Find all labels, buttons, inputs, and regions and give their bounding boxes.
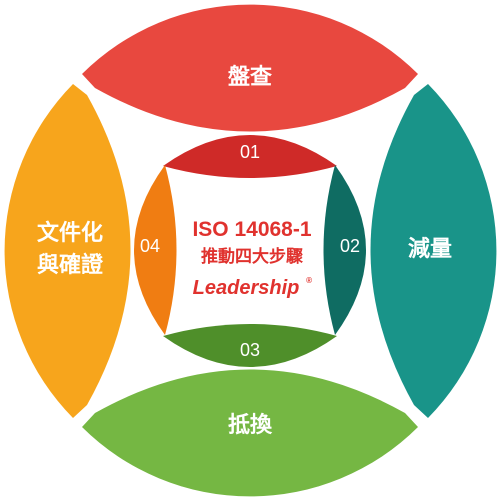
center-title: ISO 14068-1: [192, 218, 311, 241]
step-01-inner-lens: [163, 135, 337, 178]
step-01-label: 盤查: [228, 64, 272, 90]
brand-logo: Leadership: [193, 277, 300, 299]
step-01-segment: 盤查 01: [82, 4, 418, 178]
step-03-segment: 抵換 03: [82, 324, 418, 497]
step-04-outer-arc: [4, 84, 131, 418]
step-02-label: 減量: [408, 237, 452, 262]
center-block: ISO 14068-1 推動四大步驟 Leadership ®: [192, 218, 312, 299]
step-01-number: 01: [240, 142, 260, 162]
step-04-number: 04: [140, 236, 160, 256]
step-04-inner-lens: [134, 165, 177, 335]
step-04-segment: 文件化 與確證 04: [4, 84, 177, 418]
step-04-label-line-1: 文件化: [37, 220, 103, 246]
step-03-inner-lens: [163, 324, 337, 367]
step-04-label-line-2: 與確證: [37, 252, 104, 278]
step-02-number: 02: [340, 236, 360, 256]
brand-registered-mark: ®: [306, 276, 312, 285]
step-03-number: 03: [240, 340, 260, 360]
center-subtitle: 推動四大步驟: [201, 246, 304, 267]
step-01-outer-arc: [82, 4, 418, 132]
step-02-outer-arc: [370, 84, 497, 418]
step-02-segment: 減量 02: [323, 84, 497, 418]
step-03-outer-arc: [82, 369, 418, 497]
step-03-label: 抵換: [228, 412, 273, 438]
step-02-inner-lens: [323, 165, 366, 335]
